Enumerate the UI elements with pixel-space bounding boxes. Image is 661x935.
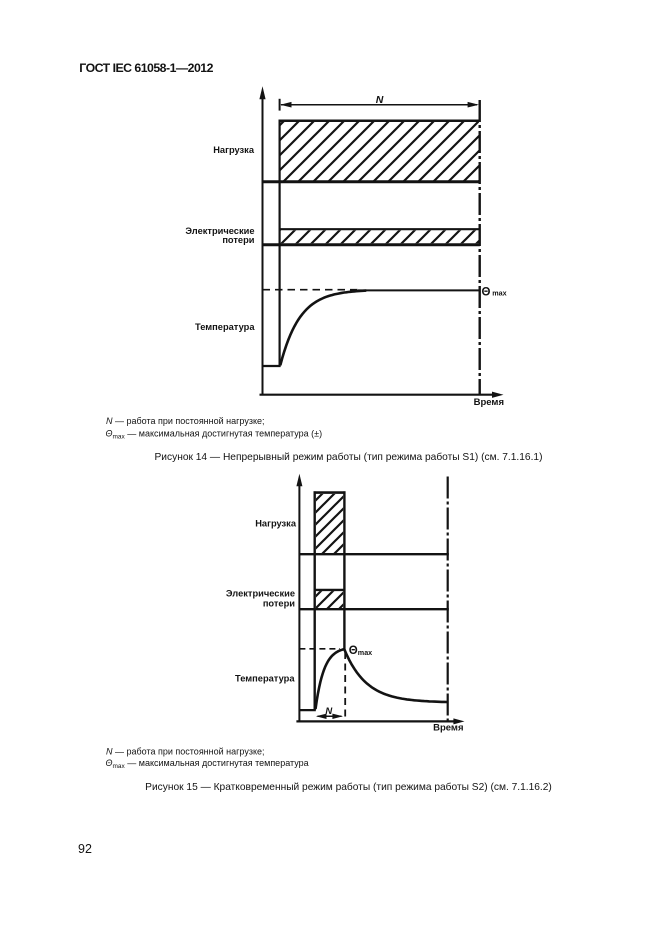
svg-text:Θmax — максимальная достигнута: Θmax — максимальная достигнутая температ…	[106, 428, 323, 440]
svg-text:N: N	[376, 94, 384, 106]
svg-text:N — работа при постоянной нагр: N — работа при постоянной нагрузке;	[106, 416, 265, 426]
svg-text:потери: потери	[263, 599, 295, 609]
svg-text:Рисунок 14 — Непрерывный режим: Рисунок 14 — Непрерывный режим работы (т…	[155, 451, 543, 463]
svg-text:max: max	[358, 648, 372, 657]
svg-text:Температура: Температура	[235, 673, 295, 683]
svg-text:Θ: Θ	[482, 286, 491, 298]
svg-text:ГОСТ IEC 61058-1—2012: ГОСТ IEC 61058-1—2012	[79, 61, 213, 75]
svg-text:Время: Время	[433, 722, 463, 733]
svg-text:Нагрузка: Нагрузка	[213, 145, 255, 155]
svg-text:N — работа при постоянной нагр: N — работа при постоянной нагрузке;	[106, 746, 265, 756]
svg-text:потери: потери	[222, 235, 254, 245]
svg-text:max: max	[492, 289, 506, 298]
svg-text:Электрические: Электрические	[185, 226, 254, 236]
svg-text:Электрические: Электрические	[226, 589, 295, 599]
svg-text:Рисунок 15 — Кратковременный р: Рисунок 15 — Кратковременный режим работ…	[145, 781, 552, 793]
svg-text:Нагрузка: Нагрузка	[255, 518, 297, 528]
svg-text:92: 92	[78, 842, 92, 856]
svg-text:Θmax — максимальная достигнута: Θmax — максимальная достигнутая температ…	[106, 758, 309, 770]
svg-text:N: N	[325, 706, 333, 717]
svg-text:Θ: Θ	[349, 645, 358, 657]
svg-text:Температура: Температура	[195, 322, 255, 332]
svg-text:Время: Время	[474, 397, 504, 408]
